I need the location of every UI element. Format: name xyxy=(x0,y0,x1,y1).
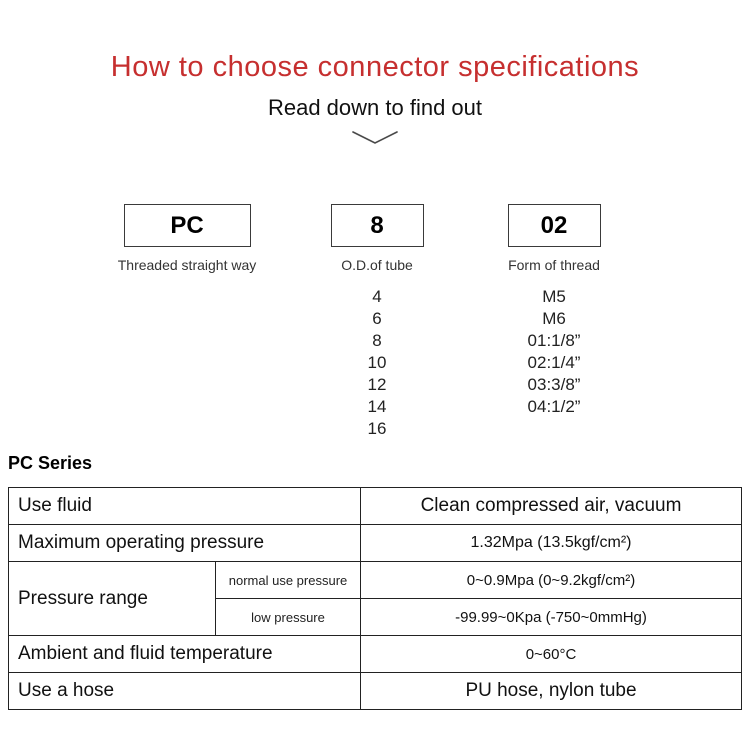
thread-option: 01:1/8” xyxy=(527,331,581,350)
thread-option: M5 xyxy=(542,287,566,306)
thread-option: 04:1/2” xyxy=(527,397,581,416)
tube-od-option: 6 xyxy=(372,309,382,328)
spec-label-max-pressure: Maximum operating pressure xyxy=(7,524,362,562)
code-label-thread: Form of thread xyxy=(508,257,600,273)
code-label-series: Threaded straight way xyxy=(117,257,257,273)
code-column-series: PC Threaded straight way xyxy=(87,204,287,273)
spec-value-normal-pressure: 0~0.9Mpa (0~9.2kgf/cm²) xyxy=(360,561,742,599)
spec-value-use-fluid: Clean compressed air, vacuum xyxy=(360,487,742,525)
code-box-thread: 02 xyxy=(507,204,601,247)
tube-od-option: 16 xyxy=(367,419,387,438)
spec-value-hose: PU hose, nylon tube xyxy=(360,672,742,710)
table-row: Maximum operating pressure 1.32Mpa (13.5… xyxy=(7,524,742,562)
spec-value-low-pressure: -99.99~0Kpa (-750~0mmHg) xyxy=(360,598,742,636)
tube-od-options: 4 6 8 10 12 14 16 xyxy=(277,286,477,440)
table-row: Pressure range normal use pressure 0~0.9… xyxy=(8,561,742,636)
spec-value-temperature: 0~60°C xyxy=(360,635,742,673)
table-row: low pressure -99.99~0Kpa (-750~0mmHg) xyxy=(9,598,742,636)
tube-od-option: 8 xyxy=(372,331,382,350)
tube-od-option: 14 xyxy=(367,397,387,416)
spec-sublabel-normal-pressure: normal use pressure xyxy=(214,561,362,599)
table-row: Use a hose PU hose, nylon tube xyxy=(7,672,742,710)
spec-label-use-fluid: Use fluid xyxy=(7,487,362,525)
tube-od-option: 12 xyxy=(367,375,387,394)
code-box-series: PC xyxy=(123,204,251,247)
code-label-tube-od: O.D.of tube xyxy=(341,257,413,273)
code-column-tube-od: 8 O.D.of tube 4 6 8 10 12 14 16 xyxy=(277,204,477,440)
tube-od-option: 10 xyxy=(367,353,387,372)
spec-label-pressure-range: Pressure range xyxy=(8,561,216,636)
thread-options: M5 M6 01:1/8” 02:1/4” 03:3/8” 04:1/2” xyxy=(454,286,654,418)
table-row: Use fluid Clean compressed air, vacuum xyxy=(7,487,742,525)
thread-option: M6 xyxy=(542,309,566,328)
code-column-thread: 02 Form of thread M5 M6 01:1/8” 02:1/4” … xyxy=(454,204,654,418)
chevron-down-icon xyxy=(0,130,750,151)
thread-option: 02:1/4” xyxy=(527,353,581,372)
spec-label-hose: Use a hose xyxy=(7,672,362,710)
thread-option: 03:3/8” xyxy=(527,375,581,394)
spec-label-temperature: Ambient and fluid temperature xyxy=(7,635,362,673)
spec-table: Use fluid Clean compressed air, vacuum M… xyxy=(7,487,742,710)
code-box-tube-od: 8 xyxy=(330,204,424,247)
page-title: How to choose connector specifications xyxy=(110,51,640,83)
tube-od-option: 4 xyxy=(372,287,382,306)
table-row: Ambient and fluid temperature 0~60°C xyxy=(7,635,742,673)
page-subtitle: Read down to find out xyxy=(267,95,483,120)
series-heading: PC Series xyxy=(8,453,93,473)
spec-value-max-pressure: 1.32Mpa (13.5kgf/cm²) xyxy=(360,524,742,562)
spec-sublabel-low-pressure: low pressure xyxy=(214,598,362,636)
